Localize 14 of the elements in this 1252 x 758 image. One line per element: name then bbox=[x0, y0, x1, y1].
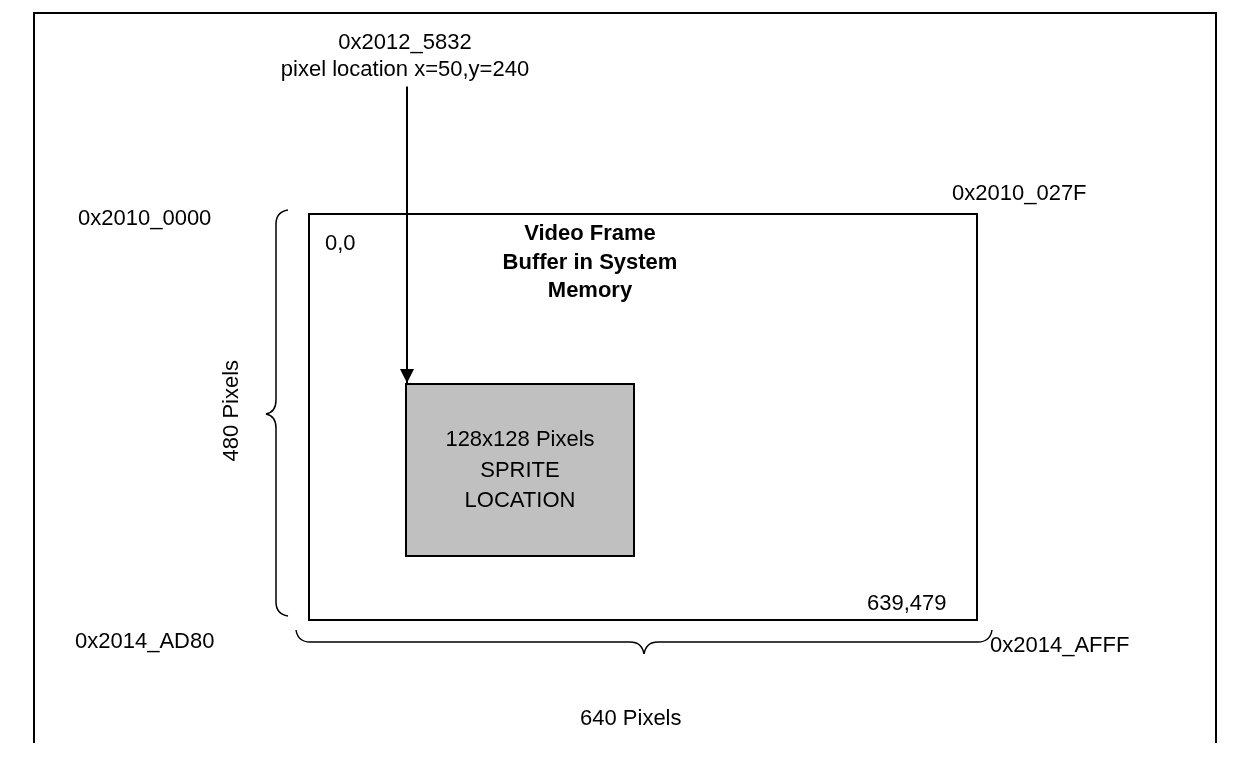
address-label: 0x2014_AD80 bbox=[75, 628, 215, 654]
dimension-label: 480 Pixels bbox=[218, 359, 244, 462]
arrow bbox=[400, 85, 414, 384]
box-title: Video Frame Buffer in System Memory bbox=[501, 219, 679, 305]
address-label: 0x2010_0000 bbox=[78, 205, 212, 231]
dimension-label: 640 Pixels bbox=[580, 705, 682, 731]
annotation-text: pixel location x=50,y=240 bbox=[280, 56, 530, 82]
coordinate-label: 0,0 bbox=[325, 230, 356, 256]
address-label: 0x2010_027F bbox=[952, 180, 1087, 206]
coordinate-label: 639,479 bbox=[867, 590, 947, 616]
sprite-box: 128x128 Pixels SPRITE LOCATION bbox=[405, 383, 635, 557]
address-label: 0x2014_AFFF bbox=[990, 632, 1130, 658]
address-text: 0x2012_5832 bbox=[338, 29, 472, 55]
frame-buffer-box bbox=[308, 213, 978, 621]
